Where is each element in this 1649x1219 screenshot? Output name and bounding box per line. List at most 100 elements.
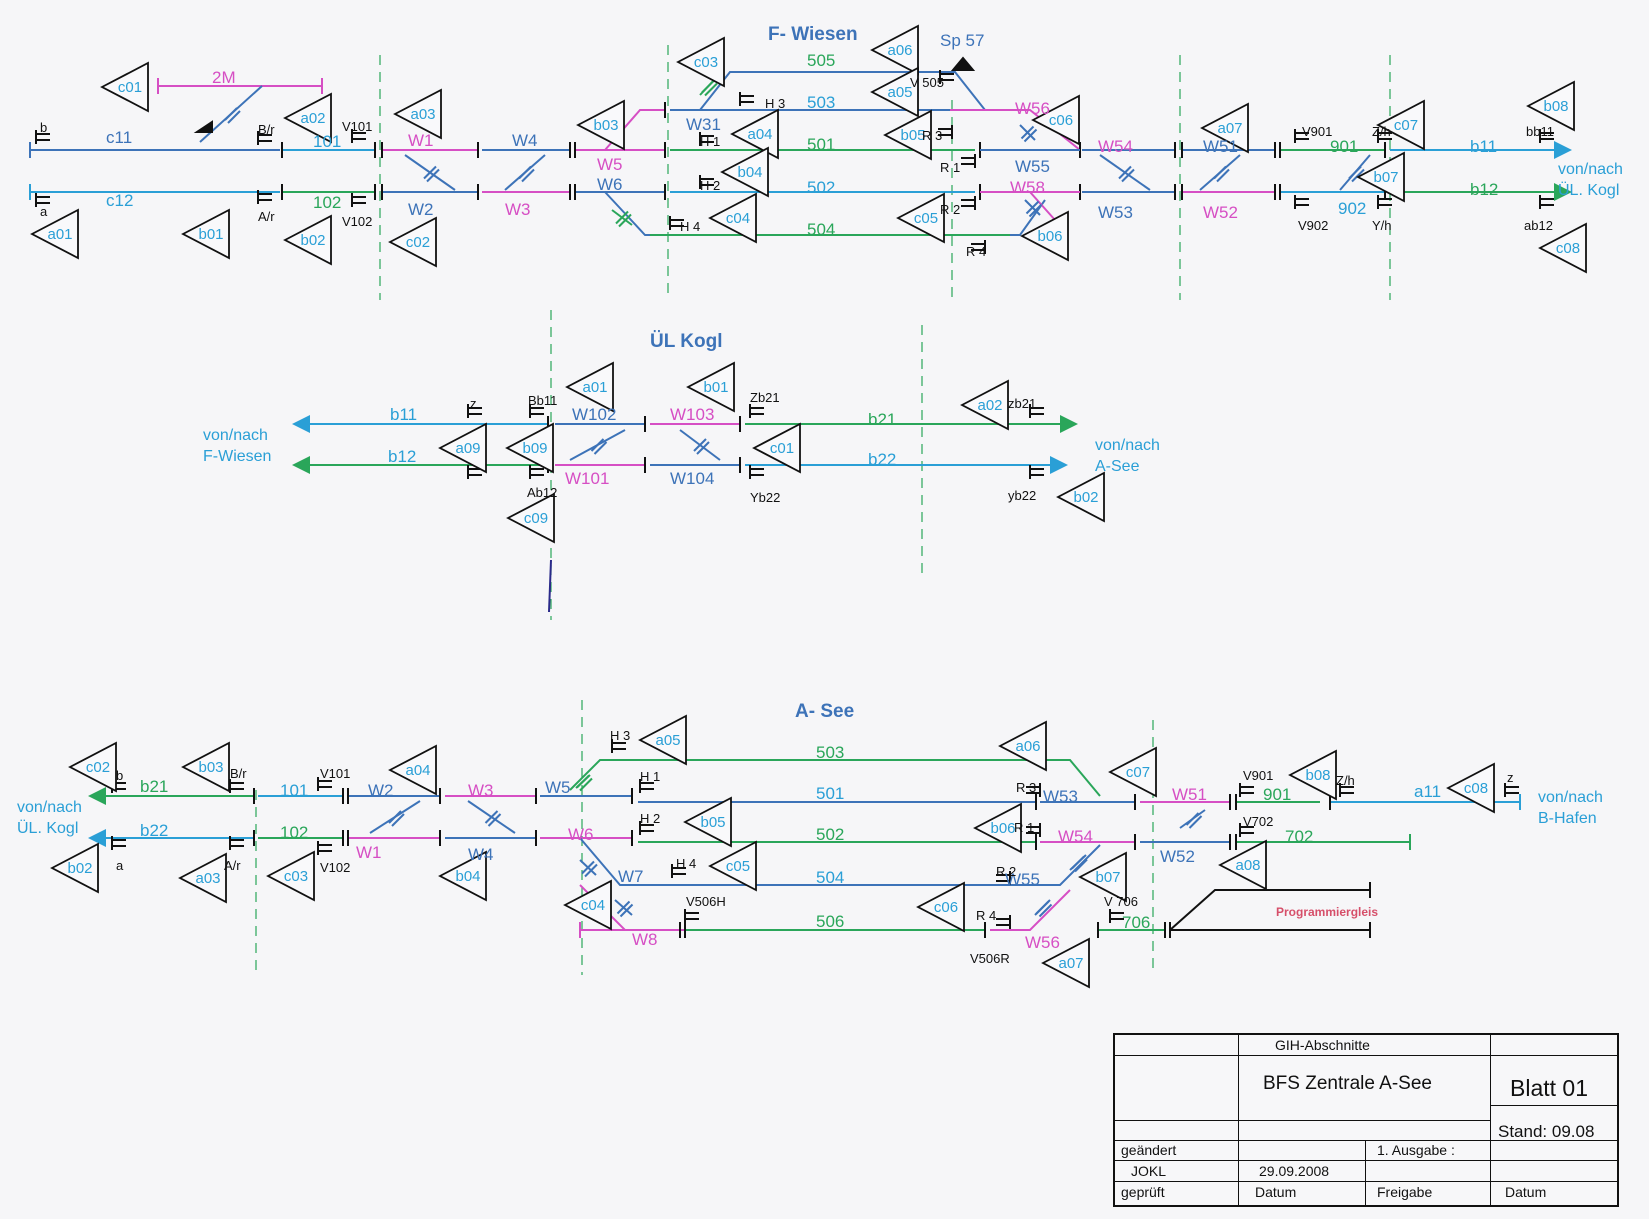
label-fw-2M: 2M bbox=[212, 68, 236, 87]
label-as-s-H1: H 1 bbox=[640, 769, 660, 784]
section-marker: b05 bbox=[683, 796, 732, 848]
label-fw-s-V902: V902 bbox=[1298, 218, 1328, 233]
section-marker-label: b02 bbox=[67, 860, 92, 877]
titleblock-date-value: 29.09.2008 bbox=[1259, 1163, 1330, 1179]
signal-icon bbox=[639, 779, 654, 793]
titleblock-changed-by: JOKL bbox=[1131, 1163, 1167, 1179]
label-as-s-Ar: A/r bbox=[224, 858, 241, 873]
label-as-W51: W51 bbox=[1172, 785, 1207, 804]
label-as-W52: W52 bbox=[1160, 847, 1195, 866]
label-uk-W101: W101 bbox=[565, 469, 609, 488]
section-marker: b08 bbox=[1288, 749, 1337, 801]
section-marker-triangle bbox=[438, 422, 487, 474]
label-as-706: 706 bbox=[1122, 913, 1150, 932]
signal-icon bbox=[467, 404, 482, 418]
label-fw-W31: W31 bbox=[686, 115, 721, 134]
label-fw-dest2: ÜL. Kogl bbox=[1558, 181, 1619, 199]
crossing-mark bbox=[1025, 200, 1040, 215]
section-marker-label: c05 bbox=[914, 210, 938, 227]
label-as-101: 101 bbox=[280, 781, 308, 800]
label-fw-W6: W6 bbox=[597, 175, 623, 194]
hand-mark bbox=[548, 559, 552, 613]
section-marker-label: c04 bbox=[726, 210, 750, 227]
section-marker: a04 bbox=[388, 744, 437, 796]
label-as-b21: b21 bbox=[140, 777, 168, 796]
label-fw-s-H2: H 2 bbox=[700, 178, 720, 193]
label-as-s-V706: V 706 bbox=[1104, 894, 1138, 909]
label-uk-b21: b21 bbox=[868, 410, 896, 429]
section-marker: a05 bbox=[638, 714, 687, 766]
label-as-W4: W4 bbox=[468, 845, 494, 864]
label-fw-902: 902 bbox=[1338, 199, 1366, 218]
label-as-W2: W2 bbox=[368, 781, 394, 800]
label-fw-502: 502 bbox=[807, 178, 835, 197]
titleblock-header: GIH-Abschnitte bbox=[1275, 1037, 1370, 1053]
section-marker: c02 bbox=[388, 216, 437, 268]
label-as-W55: W55 bbox=[1005, 870, 1040, 889]
label-as-b22: b22 bbox=[140, 821, 168, 840]
section-marker-triangle bbox=[708, 192, 757, 244]
label-uk-s-zb21: zb21 bbox=[1008, 396, 1036, 411]
signal-icon bbox=[639, 821, 654, 835]
label-as-destL1: von/nach bbox=[17, 799, 82, 816]
signal-icon bbox=[529, 404, 544, 418]
signal-icon bbox=[351, 193, 366, 207]
label-fw-W58: W58 bbox=[1010, 178, 1045, 197]
signal-icon bbox=[1377, 129, 1392, 143]
label-fw-503: 503 bbox=[807, 93, 835, 112]
crossing-mark bbox=[484, 810, 499, 824]
direction-arrow-icon bbox=[292, 456, 310, 474]
section-marker: c07 bbox=[1108, 746, 1157, 798]
section-marker-triangle bbox=[438, 850, 487, 902]
section-marker-triangle bbox=[1200, 102, 1249, 154]
section-marker-label: a04 bbox=[747, 126, 772, 143]
label-fw-W53: W53 bbox=[1098, 203, 1133, 222]
label-as-a11: a11 bbox=[1414, 782, 1441, 801]
label-fw-W1: W1 bbox=[408, 131, 434, 150]
crossing-mark bbox=[1071, 855, 1085, 870]
crossing-mark bbox=[1216, 168, 1230, 183]
section-marker-label: a09 bbox=[455, 440, 480, 457]
section-marker: b07 bbox=[1356, 151, 1405, 203]
label-as-s-Zh: Z/h bbox=[1336, 773, 1355, 788]
section-marker: b06 bbox=[973, 802, 1022, 854]
section-marker-triangle bbox=[1218, 839, 1267, 891]
section-marker-label: c06 bbox=[1049, 112, 1073, 129]
titleblock-edition: 1. Ausgabe : bbox=[1377, 1142, 1455, 1158]
label-as-s-V702: V702 bbox=[1243, 814, 1273, 829]
signal-icon bbox=[739, 92, 754, 106]
section-marker-label: b04 bbox=[455, 868, 480, 885]
label-as-s-H3: H 3 bbox=[610, 728, 630, 743]
section-marker-label: c03 bbox=[694, 54, 718, 71]
signal-icon bbox=[1029, 404, 1044, 418]
label-as-502: 502 bbox=[816, 825, 844, 844]
label-uk-destL1: von/nach bbox=[203, 427, 268, 444]
label-uk-b12: b12 bbox=[388, 447, 416, 466]
label-fw-s-H4: H 4 bbox=[680, 219, 700, 234]
section-marker-triangle bbox=[576, 99, 625, 151]
label-fw-s-R3: R 3 bbox=[922, 128, 942, 143]
crossing-mark bbox=[618, 213, 632, 228]
crossing-mark bbox=[693, 438, 707, 452]
label-uk-destL2: F-Wiesen bbox=[203, 448, 271, 465]
label-fw-s-Zh: Z/h bbox=[1372, 124, 1391, 139]
section-marker: a03 bbox=[393, 88, 442, 140]
signal-icon bbox=[1239, 823, 1254, 837]
section-marker-label: b05 bbox=[700, 814, 725, 831]
track-segment-20 bbox=[670, 71, 986, 111]
section-marker-triangle bbox=[506, 492, 555, 544]
section-marker-triangle bbox=[708, 840, 757, 892]
label-fw-s-b: b bbox=[40, 120, 47, 135]
direction-arrow-icon bbox=[1060, 415, 1078, 433]
section-marker-triangle bbox=[50, 842, 99, 894]
section-marker: c07 bbox=[1376, 99, 1425, 151]
crossing-mark bbox=[1074, 858, 1088, 873]
section-marker: b04 bbox=[720, 146, 769, 198]
section-marker-label: b01 bbox=[703, 379, 728, 396]
label-fw-W51: W51 bbox=[1203, 137, 1238, 156]
section-marker: b02 bbox=[1056, 471, 1105, 523]
label-as-W54: W54 bbox=[1058, 827, 1093, 846]
section-marker-triangle bbox=[388, 744, 437, 796]
label-fw-b12: b12 bbox=[1470, 180, 1498, 199]
